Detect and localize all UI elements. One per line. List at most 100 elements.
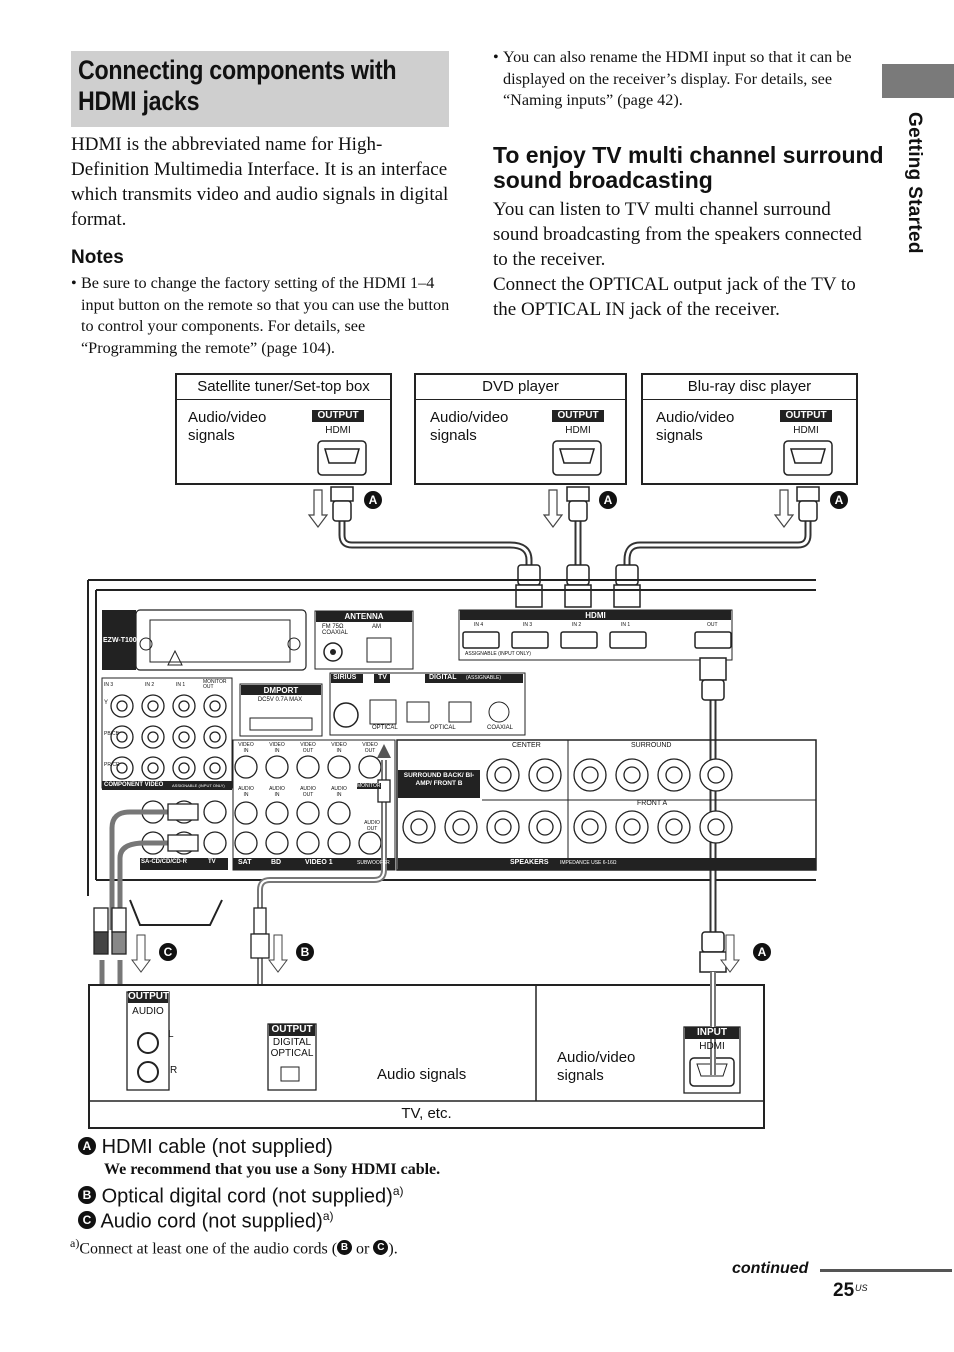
- note-item: •Be sure to change the factory setting o…: [71, 274, 450, 357]
- page-number: 25: [833, 1280, 855, 1301]
- group-subwoofer: SUBWOOFER: [357, 860, 390, 866]
- output-label: OUTPUT: [312, 410, 364, 422]
- notes-heading: Notes: [71, 247, 124, 268]
- intro-paragraph: HDMI is the abbreviated name for High-De…: [71, 134, 449, 230]
- front-a-label: FRONT A: [637, 800, 668, 807]
- section-body: You can listen to TV multi channel surro…: [493, 197, 878, 322]
- hdmi-port-out: OUT: [707, 622, 718, 628]
- hdmi-section-label: HDMI: [585, 611, 606, 620]
- device-signal-label: Audio/video signals: [656, 409, 735, 444]
- digital-assignable-label: (ASSIGNABLE): [466, 675, 502, 681]
- footnote-marker-b: B: [337, 1240, 353, 1256]
- comp-in1: IN 1: [176, 682, 186, 688]
- hdmi-port-in1: IN 1: [621, 622, 631, 628]
- tv-input-label: TV: [378, 674, 387, 681]
- model-label: EZW-T100: [103, 637, 137, 644]
- cable-marker-a: A: [364, 491, 382, 509]
- group-sacd: SA-CD/CD/CD-R: [141, 859, 187, 865]
- video-out-label: VIDEO OUT: [362, 742, 378, 754]
- device-signal-label: Audio/video signals: [430, 409, 509, 444]
- legend-marker-c: C: [78, 1211, 96, 1230]
- chapter-label: Getting Started: [904, 112, 925, 254]
- group-bd: BD: [271, 859, 282, 866]
- surround-label: SURROUND: [631, 742, 672, 749]
- hdmi-port-label: HDMI: [325, 425, 351, 436]
- dmport-spec: DC5V 0.7A MAX: [257, 697, 303, 703]
- legend-audio-cord: C Audio cord (not supplied)a): [78, 1209, 333, 1234]
- legend-hdmi-recommendation: We recommend that you use a Sony HDMI ca…: [104, 1161, 441, 1178]
- tv-audio-r-label: R: [170, 1065, 178, 1076]
- comp-in2: IN 2: [145, 682, 155, 688]
- tv-audio-signals: Audio signals: [377, 1066, 467, 1083]
- device-name: Blu-ray disc player: [643, 375, 856, 400]
- title-background: [71, 51, 449, 127]
- device-dvd-player: DVD player Audio/video signals OUTPUT HD…: [414, 373, 627, 485]
- legend-marker-a: A: [78, 1136, 96, 1155]
- audio-out-label: AUDIO OUT: [300, 786, 316, 798]
- legend-marker-b: B: [78, 1186, 96, 1205]
- dmport-label: DMPORT: [263, 686, 299, 695]
- comp-row-pr: PR/CR: [104, 762, 120, 768]
- section-body-paragraph-1: You can listen to TV multi channel surro…: [493, 199, 862, 270]
- group-sat: SAT: [238, 859, 252, 866]
- output-label: OUTPUT: [552, 410, 604, 422]
- tv-audio-l-label: L: [168, 1029, 174, 1040]
- sirius-label: SIRIUS: [333, 674, 357, 681]
- hdmi-port-label: HDMI: [793, 425, 819, 436]
- fm-label: FM 75Ω COAXIAL: [322, 624, 349, 636]
- hdmi-port-in3: IN 3: [523, 622, 533, 628]
- cable-marker-a: A: [830, 491, 848, 509]
- tv-audio-output-label: OUTPUT: [128, 991, 170, 1003]
- device-bluray-player: Blu-ray disc player Audio/video signals …: [641, 373, 858, 485]
- optical-label: OPTICAL: [430, 725, 456, 731]
- tv-box-label: TV, etc.: [401, 1105, 452, 1122]
- tv-av-signals: Audio/video signals: [557, 1049, 636, 1084]
- video-out-label: VIDEO OUT: [300, 742, 316, 754]
- device-signal-label: Audio/video signals: [188, 409, 267, 444]
- section-heading: To enjoy TV multi channel surround sound…: [493, 142, 884, 193]
- speakers-label: SPEAKERS: [510, 859, 549, 866]
- cable-marker-a: A: [753, 943, 771, 961]
- video-in-label: VIDEO IN: [331, 742, 347, 754]
- footnote: a)Connect at least one of the audio cord…: [70, 1236, 398, 1258]
- antenna-label: ANTENNA: [344, 612, 384, 621]
- footnote-marker-c: C: [373, 1240, 389, 1256]
- group-video1: VIDEO 1: [305, 859, 333, 866]
- section-body-paragraph-2: Connect the OPTICAL output jack of the T…: [493, 274, 856, 320]
- legend-hdmi-cable: A HDMI cable (not supplied): [78, 1136, 333, 1159]
- tv-hdmi-port-label: HDMI: [699, 1041, 725, 1052]
- surround-back-label: SURROUND BACK/ BI-AMP/ FRONT B: [403, 772, 475, 787]
- audio-in-label: AUDIO IN: [269, 786, 285, 798]
- component-video-label: COMPONENT VIDEO: [104, 782, 164, 788]
- comp-row-pb: PB/CB: [104, 731, 120, 737]
- video-in-label: VIDEO IN: [238, 742, 254, 754]
- continued-label: continued: [732, 1260, 809, 1277]
- cable-marker-c: C: [159, 943, 177, 961]
- device-name: DVD player: [416, 375, 625, 400]
- tv-audio-port-label: AUDIO: [132, 1006, 164, 1017]
- hdmi-port-in4: IN 4: [474, 622, 484, 628]
- tv-optical-port-label: DIGITAL OPTICAL: [270, 1037, 314, 1059]
- tv-input-label: INPUT: [685, 1027, 739, 1039]
- output-label: OUTPUT: [780, 410, 832, 422]
- group-tv: TV: [208, 859, 216, 865]
- am-label: AM: [372, 624, 381, 630]
- cable-marker-a: A: [599, 491, 617, 509]
- digital-label: DIGITAL: [429, 674, 457, 681]
- hdmi-port-label: HDMI: [565, 425, 591, 436]
- note-item: •You can also rename the HDMI input so t…: [493, 48, 852, 109]
- video-in-label: VIDEO IN: [269, 742, 285, 754]
- optical-label: OPTICAL: [372, 725, 398, 731]
- center-label: CENTER: [512, 742, 541, 749]
- device-satellite-tuner: Satellite tuner/Set-top box Audio/video …: [175, 373, 392, 485]
- audio-in-label: AUDIO IN: [331, 786, 347, 798]
- impedance-label: IMPEDANCE USE 6-16Ω: [560, 860, 617, 866]
- audio-in-label: AUDIO IN: [238, 786, 254, 798]
- comp-row-y: Y: [104, 700, 109, 706]
- tv-optical-output-label: OUTPUT: [269, 1024, 315, 1036]
- cable-marker-b: B: [296, 943, 314, 961]
- component-assignable-label: ASSIGNABLE (INPUT ONLY): [172, 783, 225, 788]
- chapter-tab: [882, 64, 954, 98]
- audio-out-label: AUDIO OUT: [364, 820, 380, 832]
